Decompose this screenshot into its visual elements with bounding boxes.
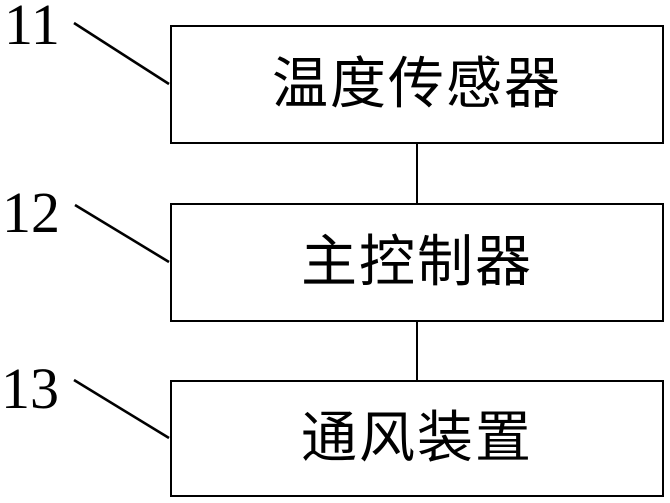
block-ventilation-device-label: 通风装置 bbox=[301, 407, 533, 470]
ref-numeral-12: 12 bbox=[2, 180, 60, 245]
leader-line-11 bbox=[73, 21, 170, 86]
ref-numeral-13: 13 bbox=[1, 356, 59, 421]
block-main-controller: 主控制器 bbox=[170, 203, 664, 322]
leader-line-12 bbox=[74, 203, 170, 264]
block-temperature-sensor-label: 温度传感器 bbox=[272, 53, 562, 116]
block-main-controller-label: 主控制器 bbox=[301, 231, 533, 294]
ref-numeral-11: 11 bbox=[4, 0, 60, 57]
block-temperature-sensor: 温度传感器 bbox=[170, 25, 664, 144]
block-ventilation-device: 通风装置 bbox=[170, 380, 664, 497]
leader-line-13 bbox=[73, 378, 170, 440]
